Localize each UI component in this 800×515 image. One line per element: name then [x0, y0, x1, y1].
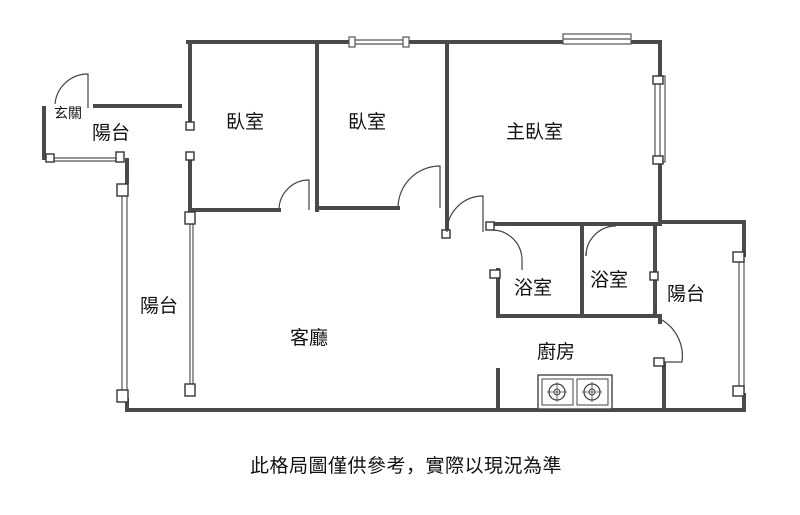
posts — [45, 75, 745, 403]
walls — [42, 40, 746, 412]
windows — [52, 33, 745, 396]
disclaimer-note: 此格局圖僅供參考，實際以現況為準 — [250, 455, 563, 477]
balcony-right-label: 陽台 — [667, 283, 705, 305]
stove-icon — [537, 374, 613, 410]
kitchen-label: 廚房 — [537, 340, 575, 363]
entrance-label: 玄關 — [54, 105, 82, 122]
balcony-left-label: 陽台 — [140, 295, 178, 317]
balcony-top-left-label: 陽台 — [92, 122, 130, 144]
living-room-label: 客廳 — [290, 327, 328, 349]
bedroom-1-label: 臥室 — [226, 111, 264, 133]
bedroom-2-label: 臥室 — [348, 111, 386, 133]
bathroom-1-label: 浴室 — [514, 277, 552, 299]
bathroom-2-label: 浴室 — [590, 269, 628, 291]
doors — [54, 73, 684, 363]
master-bedroom-label: 主臥室 — [506, 121, 563, 143]
